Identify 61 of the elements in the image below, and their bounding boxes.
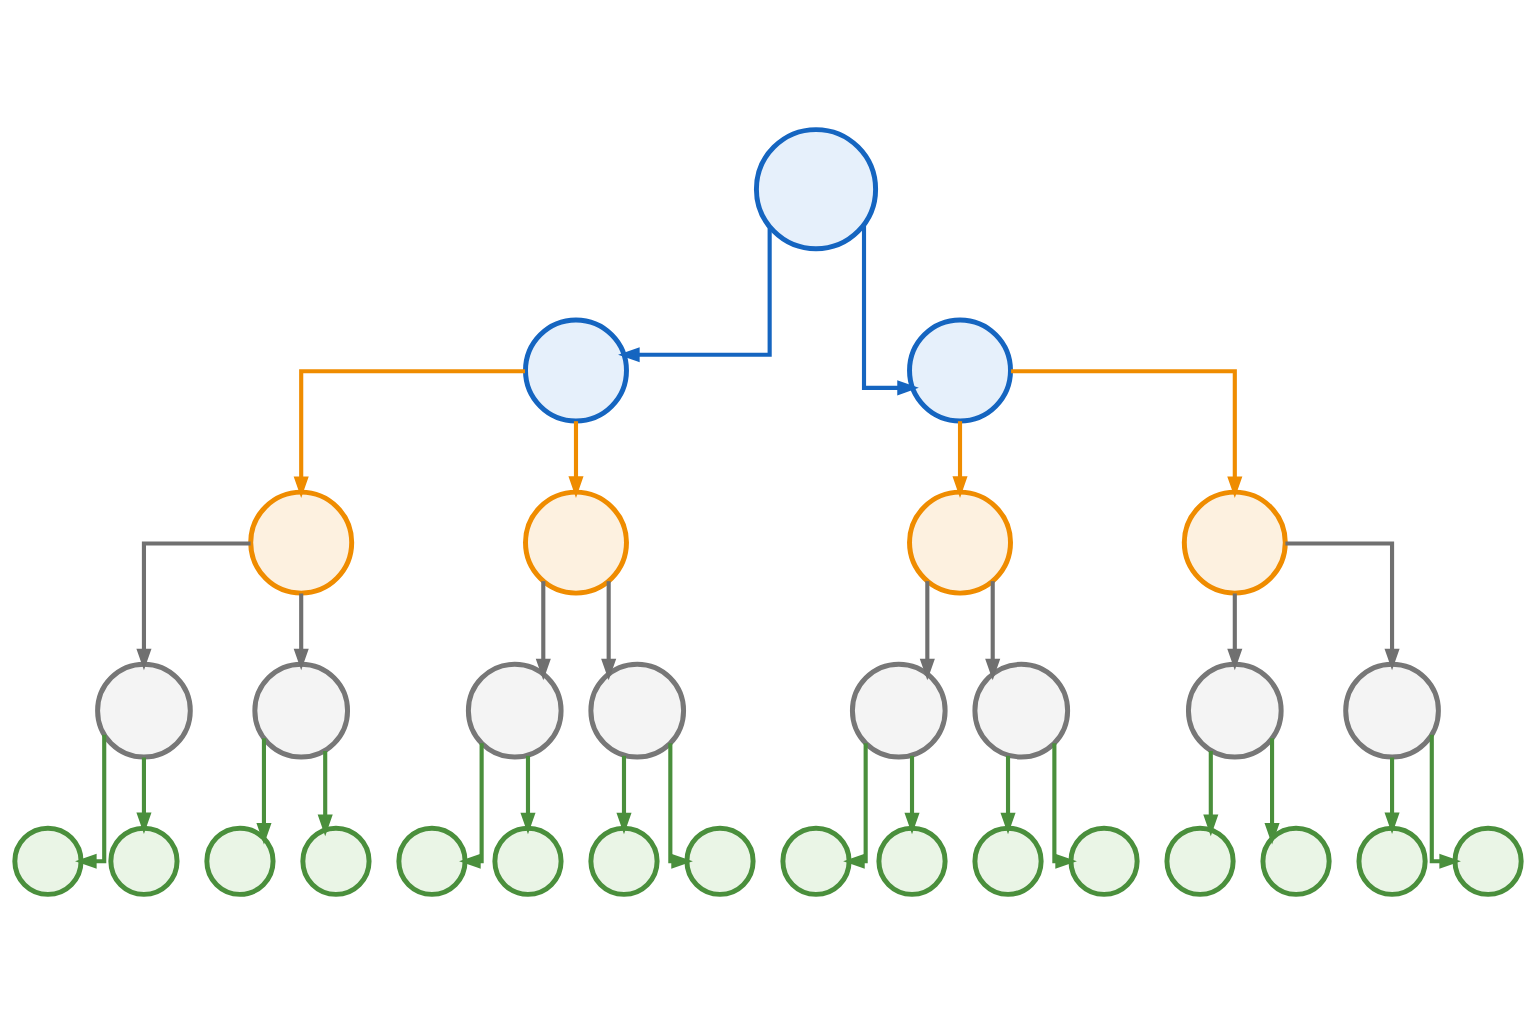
arrow	[75, 734, 107, 869]
arrow	[520, 755, 536, 835]
node-circle	[684, 825, 756, 897]
arrow	[1285, 541, 1400, 671]
arrow	[1227, 593, 1243, 671]
arrow	[616, 755, 632, 835]
node-circle	[907, 317, 1013, 424]
arrow	[1429, 734, 1461, 869]
arrow	[1264, 738, 1280, 845]
arrow	[952, 421, 968, 498]
node-circle	[1356, 825, 1428, 897]
arrow	[904, 755, 920, 835]
node-circle	[95, 661, 193, 760]
arrow	[136, 541, 251, 671]
node-circle	[300, 825, 372, 897]
node-circle	[248, 489, 355, 596]
node-circle	[780, 825, 852, 897]
arrow	[1000, 755, 1016, 835]
node-circle	[204, 825, 276, 897]
arrow	[919, 581, 935, 681]
arrow	[861, 224, 919, 396]
arrow	[568, 421, 584, 498]
node-circle	[849, 661, 948, 760]
node-circle	[523, 489, 629, 596]
arrow	[843, 743, 868, 869]
arrow	[293, 593, 309, 671]
node-circle	[1343, 661, 1441, 760]
node-circle	[972, 825, 1044, 897]
node-circle	[1260, 825, 1332, 897]
arrow	[618, 226, 772, 363]
node-circle	[108, 825, 180, 897]
node-circle	[876, 825, 948, 897]
node-circle	[492, 825, 564, 897]
node-circle	[1164, 825, 1236, 897]
arrow	[535, 581, 551, 681]
node-circle	[588, 661, 687, 760]
node-circle	[1185, 661, 1284, 760]
node-circle	[252, 661, 351, 760]
node-circle	[396, 825, 468, 897]
node-circle	[1452, 825, 1524, 897]
node-circle	[907, 489, 1013, 596]
arrow	[1011, 369, 1243, 498]
node-circle	[1068, 825, 1140, 897]
arrow	[293, 369, 525, 498]
node-circle	[588, 825, 660, 897]
arrow	[317, 751, 333, 837]
arrow	[985, 581, 1001, 681]
node-circle	[523, 317, 629, 424]
arrow	[459, 743, 484, 869]
arrow	[1203, 751, 1219, 837]
arrow	[136, 757, 152, 835]
node-circle	[1181, 489, 1288, 596]
node-circle	[465, 661, 564, 760]
arrow	[668, 743, 693, 869]
node-circle	[12, 825, 84, 897]
node-circle	[753, 127, 879, 252]
arrow	[256, 738, 272, 845]
arrow	[1052, 743, 1077, 869]
arrow	[601, 581, 617, 681]
arrow	[1384, 757, 1400, 835]
node-circle	[972, 661, 1071, 760]
